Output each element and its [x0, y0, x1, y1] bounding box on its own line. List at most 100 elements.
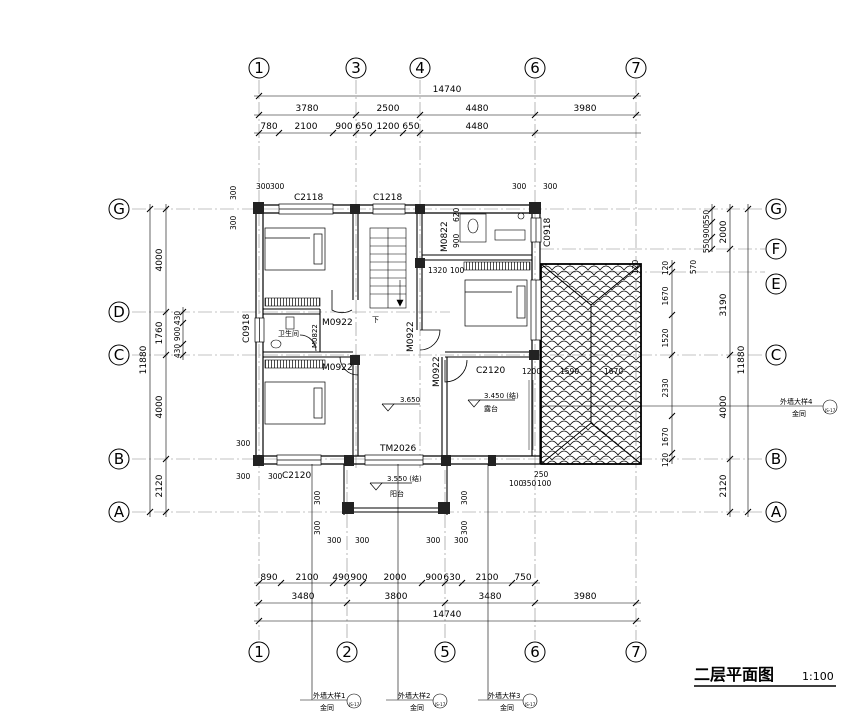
level-markers: [369, 399, 515, 491]
axis-bubbles-right: G F E C B A: [765, 198, 787, 523]
window-label: C2120: [476, 366, 505, 376]
terrace-label: 露台: [484, 404, 498, 413]
axis-label: 7: [631, 59, 641, 77]
axis-label: G: [770, 200, 782, 218]
bathroom-label: 卫生间: [278, 329, 299, 338]
axis-bubbles-left: G D C B A: [108, 198, 130, 523]
dims-bottom: [254, 579, 641, 625]
dim-text: 120: [661, 453, 670, 468]
railing: [528, 380, 534, 450]
dim-text: 2500: [377, 104, 400, 114]
axis-label: E: [771, 275, 780, 293]
dim-text: 650: [402, 122, 419, 132]
plan-scale: 1:100: [802, 670, 834, 683]
dim-text: 300: [460, 520, 469, 535]
dim-text: 300: [256, 182, 271, 191]
dim-text: 4000: [155, 395, 165, 418]
axis-label: 6: [530, 59, 540, 77]
window-label: C2118: [294, 193, 323, 203]
axis-label: 3: [351, 59, 361, 77]
window-label: C0918: [242, 314, 252, 343]
windows: [254, 203, 542, 466]
dim-text: 3780: [296, 104, 319, 114]
roof-tiles: [540, 263, 642, 465]
dim-text: 3800: [385, 592, 408, 602]
axis-label: 7: [631, 643, 641, 661]
level-balcony: 3.550 (结): [387, 474, 422, 483]
dim-text: 550: [702, 210, 711, 225]
dim-text: 1670: [661, 427, 670, 446]
dim-text: 890: [260, 573, 277, 583]
callout-1-sub: 金同: [320, 703, 334, 712]
small-dims: 300 300 300 300 300 300 300 300 300 300 …: [229, 182, 640, 545]
callout-2-code: JS-17: [434, 702, 446, 707]
dim-text: 430: [173, 311, 182, 326]
stair-down-label: 下: [372, 316, 379, 324]
dim-text: 300: [327, 536, 342, 545]
axis-label: D: [113, 303, 125, 321]
dim-text: 1200: [522, 367, 541, 376]
dim-text: 900: [452, 233, 461, 248]
axis-label: A: [771, 503, 782, 521]
axis-bubbles-bottom: 1 2 5 6 7: [248, 641, 647, 663]
dim-text: 630: [443, 573, 460, 583]
columns: [253, 202, 541, 514]
dim-text: 900: [335, 122, 352, 132]
dim-text: 1200: [377, 122, 400, 132]
dim-text: 1320: [428, 266, 447, 275]
dim-text: 780: [260, 122, 277, 132]
dim-text: 2100: [476, 573, 499, 583]
callout-2-sub: 金同: [410, 703, 424, 712]
dim-text: 300: [270, 182, 285, 191]
dim-text: 300: [268, 472, 283, 481]
axis-label: B: [114, 450, 124, 468]
window-label: C1218: [373, 193, 402, 203]
callout-leaders: [300, 399, 838, 709]
dim-text: 300: [236, 439, 251, 448]
dim-text: 570: [689, 260, 698, 275]
axis-label: 1: [254, 59, 264, 77]
dim-text: 2330: [661, 378, 670, 397]
dim-text: 1520: [661, 328, 670, 347]
axis-grid: [132, 80, 765, 640]
dim-text: 2000: [384, 573, 407, 583]
callout-4-code: JS-17: [824, 408, 836, 413]
dim-text: 2120: [719, 474, 729, 497]
dim-text: 1760: [155, 321, 165, 344]
callout-3-code: JS-17: [524, 702, 536, 707]
dim-text: 550: [702, 239, 711, 254]
dim-text: 620: [452, 207, 461, 222]
axis-label: 2: [342, 643, 352, 661]
axis-label: 5: [440, 643, 450, 661]
dim-text: 2100: [295, 122, 318, 132]
sanitary: [270, 212, 526, 349]
dim-text: 900: [425, 573, 442, 583]
dim-text: 300: [229, 215, 238, 230]
dim-text: 3480: [479, 592, 502, 602]
dim-text: 120: [631, 259, 640, 274]
dim-text: 300: [313, 490, 322, 505]
door-label: M0822: [311, 324, 319, 348]
dim-text: 2000: [719, 220, 729, 243]
dim-text: 4000: [719, 395, 729, 418]
axis-label: G: [113, 200, 125, 218]
dim-text: 900: [350, 573, 367, 583]
dim-text: 250: [534, 470, 549, 479]
furniture-wardrobes: [264, 261, 531, 369]
dim-text: 300: [313, 520, 322, 535]
dim-text: 300: [543, 182, 558, 191]
dim-text: 14740: [433, 610, 462, 620]
dim-text: 11880: [737, 345, 747, 374]
dim-text: 900: [173, 327, 182, 342]
callout-4: 外墙大样4: [780, 397, 813, 406]
dim-text: 900: [702, 224, 711, 239]
furniture-beds: [264, 227, 528, 425]
door-label: TM2026: [379, 444, 416, 454]
dim-text: 3480: [292, 592, 315, 602]
dim-text: 300: [512, 182, 527, 191]
axis-label: 4: [415, 59, 425, 77]
dim-text: 300: [355, 536, 370, 545]
dim-text: 300: [454, 536, 469, 545]
dim-text: 100: [537, 479, 552, 488]
